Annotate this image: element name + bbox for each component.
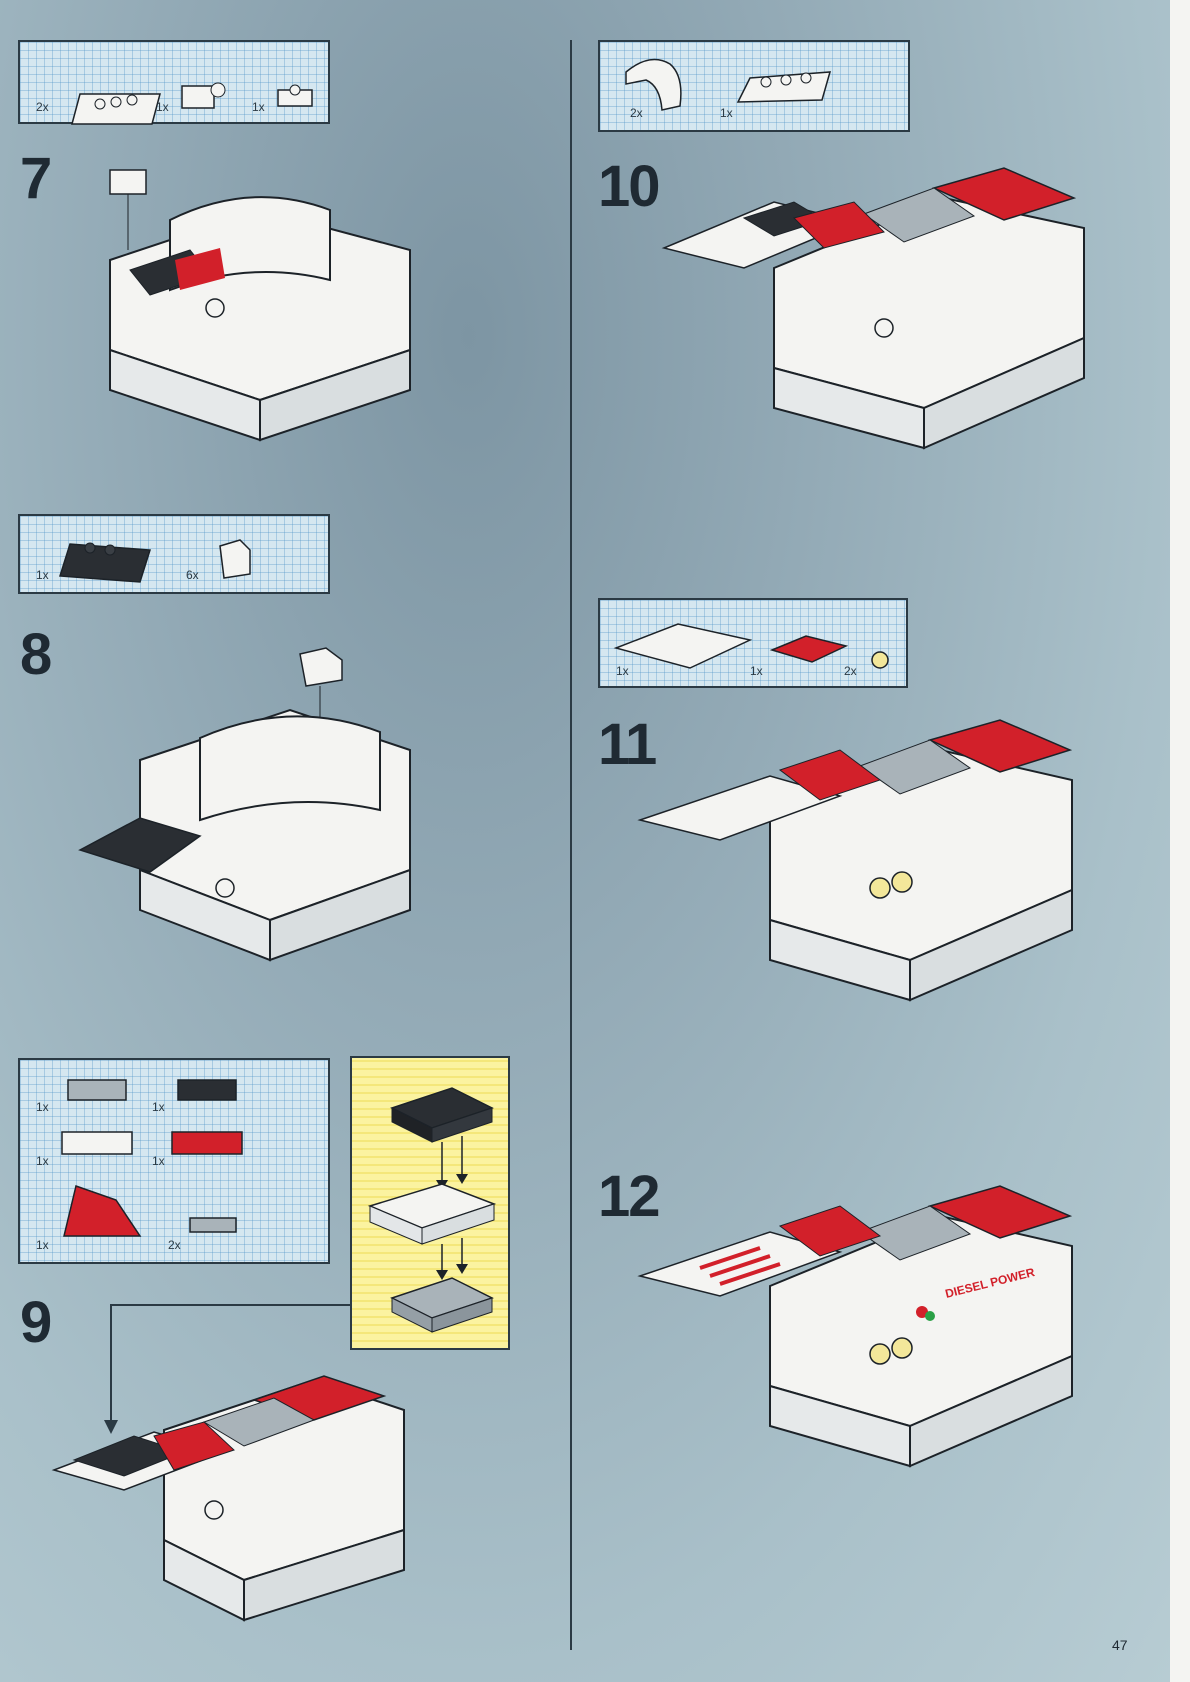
sub-assembly-illustration <box>367 1087 497 1333</box>
step-number: 11 <box>598 712 657 777</box>
arrow-down-icon <box>104 1420 118 1434</box>
step-10-model <box>661 167 1085 450</box>
step-number: 10 <box>598 154 660 219</box>
black-slope-part <box>59 542 151 583</box>
sub-assembly-callout <box>350 1056 510 1350</box>
part-quantity: 6x <box>186 568 199 582</box>
part-quantity: 1x <box>616 664 629 678</box>
parts-illustration <box>59 539 251 583</box>
part-quantity: 2x <box>630 106 643 120</box>
parts-illustration <box>613 623 889 669</box>
parts-box-step-10: 2x 1x <box>598 40 910 132</box>
callout-connector <box>110 1304 350 1306</box>
callout-connector <box>110 1304 112 1424</box>
part-quantity: 2x <box>36 100 49 114</box>
parts-box-step-7: 2x 1x 1x <box>18 40 330 125</box>
parts-box-step-8: 1x 6x <box>18 514 330 594</box>
page-edge <box>1170 0 1190 1682</box>
white-tile-part <box>613 623 753 669</box>
part-quantity: 1x <box>36 568 49 582</box>
black-plate-part <box>177 1079 237 1101</box>
logo-green-dot-icon <box>925 1311 935 1321</box>
white-plate-part <box>61 1131 133 1155</box>
gray-plate-part <box>67 1079 127 1101</box>
yellow-round-part <box>871 651 889 669</box>
logo-red-dot-icon <box>916 1306 928 1318</box>
parts-illustration <box>71 82 313 125</box>
column-divider <box>570 40 572 1650</box>
step-12-model <box>637 1185 1073 1468</box>
parts-illustration <box>625 58 832 111</box>
part-quantity: 1x <box>36 1238 49 1252</box>
part-quantity: 1x <box>156 100 169 114</box>
parts-illustration <box>61 1079 243 1237</box>
part-quantity: 1x <box>252 100 265 114</box>
red-slope-part <box>63 1185 142 1237</box>
part-quantity: 1x <box>36 1154 49 1168</box>
step-number: 7 <box>20 146 52 211</box>
step-number: 12 <box>598 1164 660 1229</box>
plate-part <box>277 84 313 107</box>
step-number: 8 <box>20 622 52 687</box>
part-quantity: 1x <box>750 664 763 678</box>
step-9-model <box>51 1375 405 1622</box>
curved-brick-part <box>625 58 682 111</box>
red-plate-part <box>171 1131 243 1155</box>
step-11-model <box>637 719 1073 1002</box>
step-7-model <box>109 169 411 442</box>
part-quantity: 2x <box>168 1238 181 1252</box>
part-quantity: 1x <box>152 1154 165 1168</box>
white-bracket-part <box>219 539 251 579</box>
part-quantity: 2x <box>844 664 857 678</box>
part-quantity: 1x <box>720 106 733 120</box>
part-quantity: 1x <box>36 1100 49 1114</box>
red-plate-part <box>769 635 849 663</box>
part-quantity: 1x <box>152 1100 165 1114</box>
page-number: 47 <box>1112 1637 1128 1653</box>
grille-tile-part <box>189 1217 237 1233</box>
parts-box-step-11: 1x 1x 2x <box>598 598 908 688</box>
yellow-round-part <box>869 877 891 899</box>
step-number: 9 <box>20 1290 52 1355</box>
parts-box-step-9: 1x 1x 1x 1x 1x 2x <box>18 1058 330 1264</box>
technic-brick-part <box>181 82 226 109</box>
step-8-model <box>78 647 411 962</box>
slope-brick-part <box>71 93 161 125</box>
